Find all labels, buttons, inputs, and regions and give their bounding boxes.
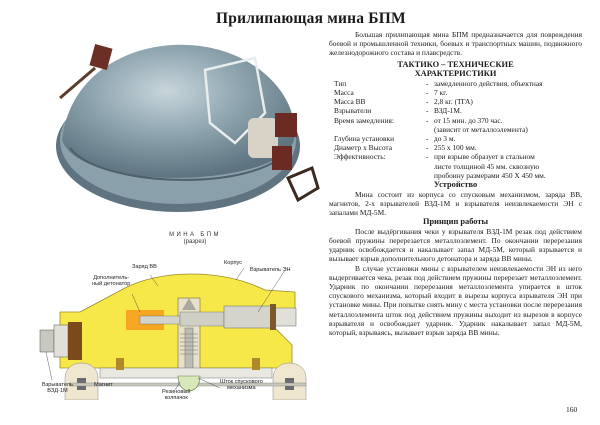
text-column: Большая прилипающая мина БПМ предназнача…: [329, 30, 582, 337]
photo-caption-title: МИНА БПМ: [169, 232, 221, 238]
device-heading: Устройство: [433, 180, 478, 190]
label-rubber-cap: Резиновый колпачок: [162, 389, 191, 401]
principle-paragraph-1: После выдёргивания чеки у взрывателя ВЗД…: [329, 226, 582, 264]
principle-paragraph-2: В случае установки мины с взрывателем не…: [329, 263, 582, 338]
spec-row: Взрыватели-ВЗД-1М.: [334, 106, 462, 116]
label-fuze-en: Взрыватель ЭН: [250, 267, 291, 273]
specs-list: Тип-замедленного действия, объектная Мас…: [329, 79, 582, 180]
mine-photo: [56, 44, 320, 212]
label-charge: Заряд ВВ: [132, 264, 157, 270]
spec-row: Глубина установки-до 3 м.: [334, 134, 456, 144]
photo-caption-subtitle: (разрез): [183, 239, 207, 245]
label-magnet: Магнит: [94, 382, 113, 388]
photo-caption: МИНА БПМ (разрез): [160, 232, 230, 246]
spec-row: Тип-замедленного действия, объектная: [334, 78, 543, 88]
intro-paragraph: Большая прилипающая мина БПМ предназнача…: [329, 30, 582, 58]
page-title: Прилипающая мина БПМ: [216, 10, 406, 27]
spec-row: Масса-7 кг.: [334, 88, 448, 97]
spec-row: Диаметр х Высота-255 х 100 мм.: [334, 143, 477, 153]
cutaway-diagram: [39, 267, 307, 400]
principle-heading: Принцип работы: [422, 217, 489, 227]
spec-row: Масса ВВ-2,8 кг. (ТГА): [334, 97, 473, 107]
label-fuze-vzd: Взрыватель ВЗД-1М: [42, 382, 73, 394]
page-number: 160: [566, 405, 578, 414]
label-release-rod: Шток спускового механизма: [220, 379, 263, 391]
label-extra-detonator: Дополнитель- ный детонатор: [92, 275, 131, 287]
spec-row: Время замедления:-от 15 мин. до 370 час.…: [334, 115, 528, 134]
specs-heading-1: ТАКТИКО – ТЕХНИЧЕСКИЕ: [397, 59, 514, 69]
specs-heading-2: ХАРАКТЕРИСТИКИ: [414, 69, 497, 79]
spec-row: Эффективность:-при взрыве образует в ста…: [334, 152, 546, 180]
device-paragraph: Мина состоит из корпуса со спусковым мех…: [329, 189, 582, 218]
label-body: Корпус: [224, 260, 243, 266]
